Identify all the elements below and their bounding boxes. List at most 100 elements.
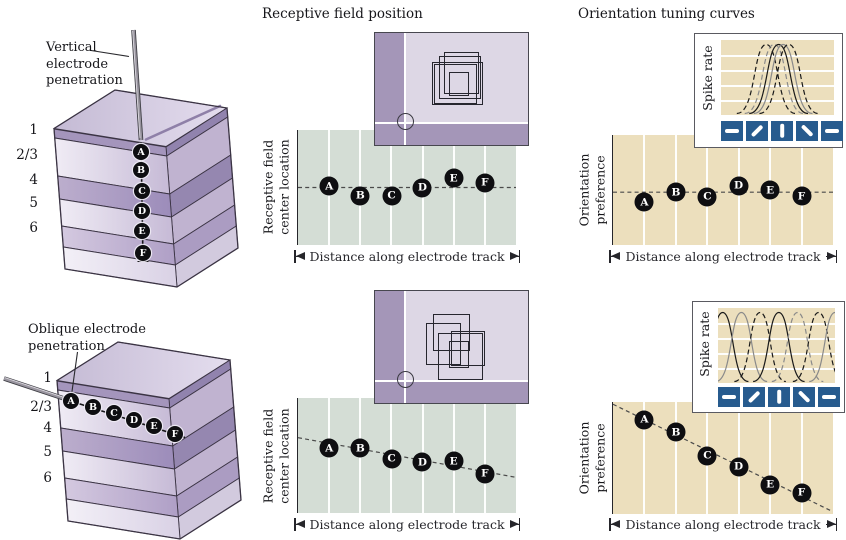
recording-site-F: F	[135, 245, 151, 261]
layer-label-4: 4	[43, 420, 52, 436]
recording-site-E: E	[134, 223, 150, 239]
receptive-field-outline	[449, 341, 469, 368]
tuning-curve	[793, 313, 835, 382]
data-point-D: D	[729, 176, 749, 196]
plot-gridline	[674, 402, 677, 514]
data-point-F: F	[475, 173, 495, 193]
x-axis-label: Distance along electrode track	[309, 517, 505, 532]
electrode-track-line	[140, 141, 144, 262]
right-column-title: Orientation tuning curves	[578, 6, 755, 22]
tuning-curve	[759, 45, 818, 114]
receptive-field-outline	[451, 331, 485, 366]
inset-gridline	[718, 368, 835, 370]
receptive-field-outlines	[375, 33, 528, 145]
layer-label-1: 1	[43, 370, 52, 386]
data-point-B: B	[350, 186, 370, 206]
orientation-bar	[777, 390, 781, 404]
orientation-bar	[780, 124, 784, 138]
axis-right-arrow	[509, 250, 519, 262]
spike-rate-label: Spike rate	[700, 45, 716, 111]
orientation-bar	[825, 129, 839, 133]
axis-right-tick	[835, 518, 837, 531]
recording-site-D: D	[126, 412, 142, 428]
recording-site-B: B	[85, 399, 101, 415]
recording-site-A: A	[133, 144, 149, 160]
inset-vertical-meridian-line	[404, 291, 406, 403]
data-point-F: F	[792, 186, 812, 206]
data-point-C: C	[382, 449, 402, 469]
data-point-D: D	[412, 452, 432, 472]
axis-right-arrow	[509, 518, 519, 530]
orientation-icons-row	[718, 387, 840, 407]
axis-left-arrow	[295, 518, 305, 530]
tuning-curve	[737, 45, 796, 114]
fixation-point-circle	[397, 371, 414, 388]
data-point-D: D	[729, 457, 749, 477]
orientation-bar	[725, 129, 739, 133]
data-point-F: F	[475, 464, 495, 484]
orientation-icon-90deg	[768, 387, 790, 407]
block-outline	[53, 89, 239, 288]
orientation-bar	[822, 395, 836, 399]
orientation-bar	[750, 124, 764, 138]
tuning-curve	[809, 313, 835, 382]
recording-site-A: A	[63, 393, 79, 409]
inset-horizontal-meridian-line	[375, 122, 528, 124]
plot-gridline	[800, 402, 803, 514]
layer-label-6: 6	[29, 220, 38, 236]
x-axis-annotation: Distance along electrode track	[609, 517, 837, 532]
plot-gridline	[483, 398, 486, 513]
middle-column-title: Receptive field position	[262, 6, 423, 22]
data-point-E: E	[444, 168, 464, 188]
axis-left-tick	[294, 250, 296, 263]
orientation-icon-135deg	[793, 387, 815, 407]
data-point-C: C	[697, 187, 717, 207]
inset-gridline	[721, 100, 834, 102]
orientation-bar	[800, 124, 814, 138]
layer-label-23: 2/3	[30, 399, 52, 415]
data-point-D: D	[412, 178, 432, 197]
spike-rate-plot	[718, 308, 835, 383]
receptive-field-outline	[439, 56, 481, 99]
orientation-icon-0deg	[818, 387, 840, 407]
tuning-curve	[718, 313, 767, 382]
recording-site-F: F	[167, 426, 183, 442]
tuning-curves	[721, 40, 834, 115]
orientation-bar	[797, 390, 811, 404]
label-pointer-line	[90, 49, 130, 58]
data-point-B: B	[666, 422, 686, 442]
layer-label-4: 4	[29, 172, 38, 188]
orientation-icon-0deg	[718, 387, 740, 407]
orientation-icon-135deg	[796, 121, 818, 141]
spike-rate-label: Spike rate	[697, 311, 713, 377]
inset-gridline	[718, 338, 835, 340]
recording-site-D: D	[134, 203, 150, 219]
recording-site-C: C	[106, 405, 122, 421]
x-axis-annotation: Distance along electrode track	[609, 249, 837, 264]
orientation-icon-0deg	[821, 121, 843, 141]
receptive-field-outline	[426, 323, 461, 365]
tuning-curve	[745, 45, 804, 114]
tuning-curves-inset-oblique: Spike rate	[692, 301, 845, 413]
axis-right-arrow	[825, 518, 836, 530]
receptive-field-outline	[432, 62, 483, 105]
axis-left-arrow	[610, 518, 621, 530]
layer-label-5: 5	[43, 444, 52, 460]
layer-label-1: 1	[29, 122, 38, 138]
receptive-field-outline	[434, 64, 477, 104]
inset-gridline	[721, 55, 834, 57]
tuning-curve	[718, 313, 748, 382]
recording-site-C: C	[134, 183, 150, 199]
orientation-bar	[747, 390, 761, 404]
tuning-curve	[749, 45, 808, 114]
receptive-field-outline	[449, 72, 469, 96]
data-point-E: E	[444, 451, 464, 471]
data-point-C: C	[697, 446, 717, 466]
axis-right-tick	[518, 250, 520, 263]
plot-gridline	[769, 402, 772, 514]
axis-left-tick	[294, 518, 296, 531]
layer-label-23: 2/3	[16, 147, 38, 163]
orientation-bar	[722, 395, 736, 399]
